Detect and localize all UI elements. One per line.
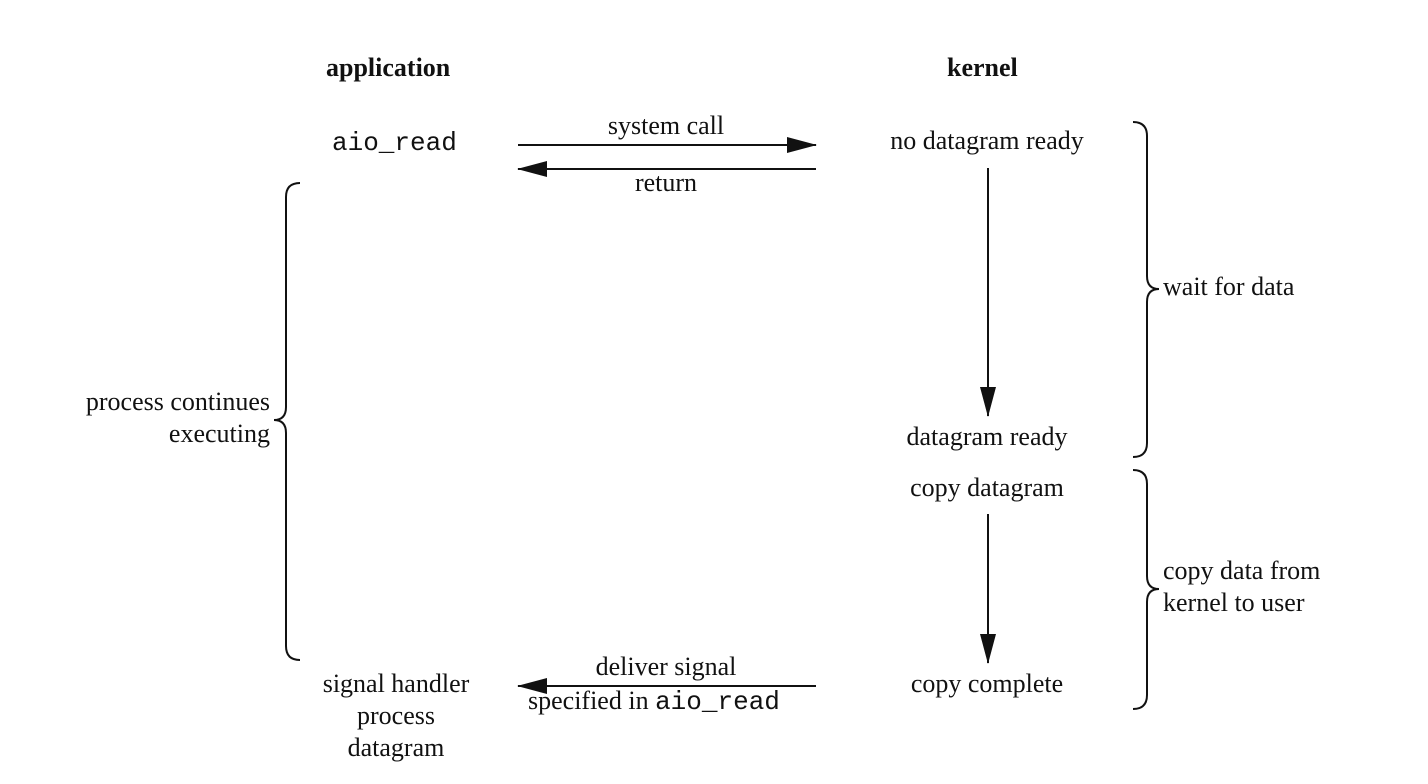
signal-handler-label: signal handler process datagram — [296, 668, 496, 764]
no-datagram-ready-label: no datagram ready — [890, 126, 1084, 155]
signal-handler-line-3: datagram — [347, 733, 445, 762]
copy-data-line-1: copy data from — [1163, 556, 1321, 585]
copy-data-brace — [1132, 469, 1160, 710]
deliver-signal-label: deliver signal — [595, 652, 737, 681]
aio-read-call: aio_read — [332, 128, 457, 158]
system-call-label: system call — [607, 111, 725, 140]
datagram-ready-label: datagram ready — [906, 422, 1068, 451]
signal-handler-line-2: process — [357, 701, 435, 730]
return-label: return — [634, 168, 698, 197]
copy-data-line-2: kernel to user — [1163, 588, 1305, 617]
process-continues-line-1: process continues — [85, 387, 270, 416]
deliver-signal-specified-label: specified in aio_read — [528, 685, 780, 718]
deliver-signal-code: aio_read — [655, 687, 780, 717]
process-continues-brace — [273, 182, 301, 661]
copy-data-label: copy data from kernel to user — [1163, 555, 1320, 619]
process-continues-label: process continues executing — [40, 386, 270, 450]
application-header: application — [326, 53, 451, 82]
kernel-header: kernel — [947, 53, 1018, 82]
process-continues-line-2: executing — [168, 419, 270, 448]
wait-for-data-label: wait for data — [1163, 272, 1295, 301]
deliver-signal-specified-text: specified in — [528, 686, 656, 715]
wait-for-data-brace — [1132, 121, 1160, 458]
signal-handler-line-1: signal handler — [322, 669, 470, 698]
copy-complete-label: copy complete — [910, 669, 1064, 698]
copy-datagram-label: copy datagram — [910, 473, 1064, 502]
